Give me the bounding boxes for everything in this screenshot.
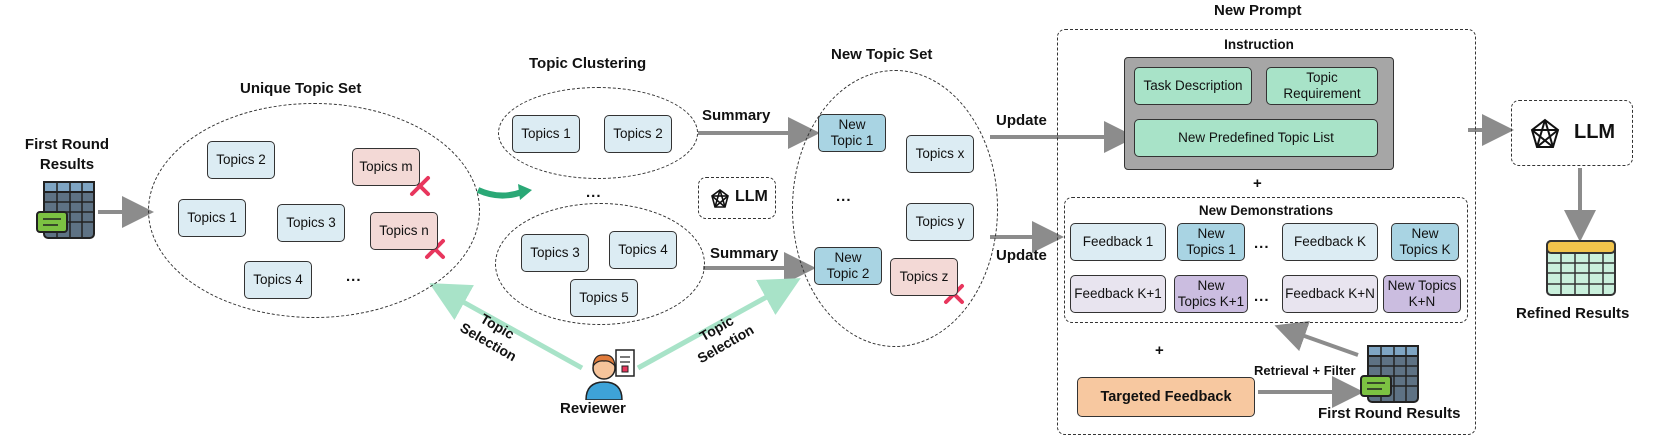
network-icon <box>711 189 729 208</box>
spreadsheet-icon <box>1360 345 1419 403</box>
topic-box: Topics y <box>906 203 974 241</box>
first-round-results-label: First Round Results <box>1318 405 1461 422</box>
cluster-ellipse-2 <box>495 203 705 325</box>
arrow-results-to-demos <box>1274 320 1359 357</box>
ellipsis: ... <box>346 268 362 285</box>
ellipsis: ... <box>1254 288 1270 305</box>
topic-box: Topics 3 <box>521 234 589 272</box>
predefined-topic-list-box: New Predefined Topic List <box>1134 119 1378 157</box>
feedback-box: Feedback K+N <box>1282 275 1378 313</box>
new-topics-box: New Topics K+N <box>1383 275 1461 313</box>
refined-results-label: Refined Results <box>1516 305 1630 322</box>
new-prompt-box <box>1057 29 1476 435</box>
topic-box: Topics 3 <box>277 204 345 242</box>
new-prompt-title: New Prompt <box>1214 2 1302 19</box>
update-label: Update <box>996 112 1047 129</box>
retrieval-filter-label: Retrieval + Filter <box>1254 363 1356 378</box>
llm-box-small: LLM <box>698 177 776 219</box>
llm-label: LLM <box>735 188 768 205</box>
unique-topic-set-title: Unique Topic Set <box>240 80 362 97</box>
update-label: Update <box>996 247 1047 264</box>
arrow-reviewer-right <box>636 278 801 371</box>
first-round-results-label: First Round Results <box>24 136 110 173</box>
feedback-box: Feedback K <box>1282 223 1378 261</box>
new-topic-box: New Topic 2 <box>814 247 882 285</box>
unique-topic-set-ellipse <box>148 103 480 318</box>
summary-label: Summary <box>710 245 779 262</box>
network-icon <box>1530 118 1560 148</box>
table-icon <box>1546 240 1616 296</box>
plus-sign: + <box>1253 175 1262 192</box>
topic-box-removed: Topics n <box>370 212 438 250</box>
topic-box: Topics 4 <box>609 231 677 269</box>
new-topic-set-title: New Topic Set <box>831 46 933 63</box>
topic-requirement-box: Topic Requirement <box>1266 67 1378 105</box>
new-topic-set-ellipse <box>792 70 998 347</box>
new-topics-box: New Topics 1 <box>1177 223 1245 261</box>
feedback-box: Feedback K+1 <box>1070 275 1166 313</box>
summary-label: Summary <box>702 107 771 124</box>
llm-box: LLM <box>1511 100 1633 166</box>
topic-box: Topics 2 <box>604 115 672 153</box>
reviewer-icon <box>585 349 635 400</box>
new-topics-box: New Topics K+1 <box>1174 275 1248 313</box>
ellipsis: ... <box>586 184 602 201</box>
topic-clustering-title: Topic Clustering <box>529 55 647 72</box>
cluster-ellipse-1 <box>498 87 698 179</box>
topic-box: Topics 2 <box>207 141 275 179</box>
topic-box: Topics 4 <box>244 261 312 299</box>
instruction-title: Instruction <box>1224 37 1294 52</box>
ellipsis: ... <box>1254 235 1270 252</box>
new-topics-box: New Topics K <box>1391 223 1459 261</box>
arrow-reviewer-left <box>429 283 584 371</box>
spreadsheet-icon <box>36 181 95 239</box>
new-topic-box: New Topic 1 <box>818 114 886 152</box>
ellipsis: ... <box>836 188 852 205</box>
llm-label: LLM <box>1574 121 1616 143</box>
reviewer-label: Reviewer <box>560 400 626 417</box>
topic-box: Topics x <box>906 135 974 173</box>
arrow-unique-to-clustering <box>476 187 524 199</box>
demonstrations-box <box>1064 197 1468 323</box>
topic-box: Topics 5 <box>570 279 638 317</box>
topic-box: Topics 1 <box>178 199 246 237</box>
topic-box: Topics 1 <box>512 115 580 153</box>
targeted-feedback-box: Targeted Feedback <box>1077 377 1255 417</box>
feedback-box: Feedback 1 <box>1070 223 1166 261</box>
topic-box-removed: Topics m <box>352 148 420 186</box>
plus-sign: + <box>1155 342 1164 359</box>
topic-box-removed: Topics z <box>890 258 958 296</box>
demonstrations-title: New Demonstrations <box>1198 203 1334 218</box>
task-description-box: Task Description <box>1134 67 1252 105</box>
